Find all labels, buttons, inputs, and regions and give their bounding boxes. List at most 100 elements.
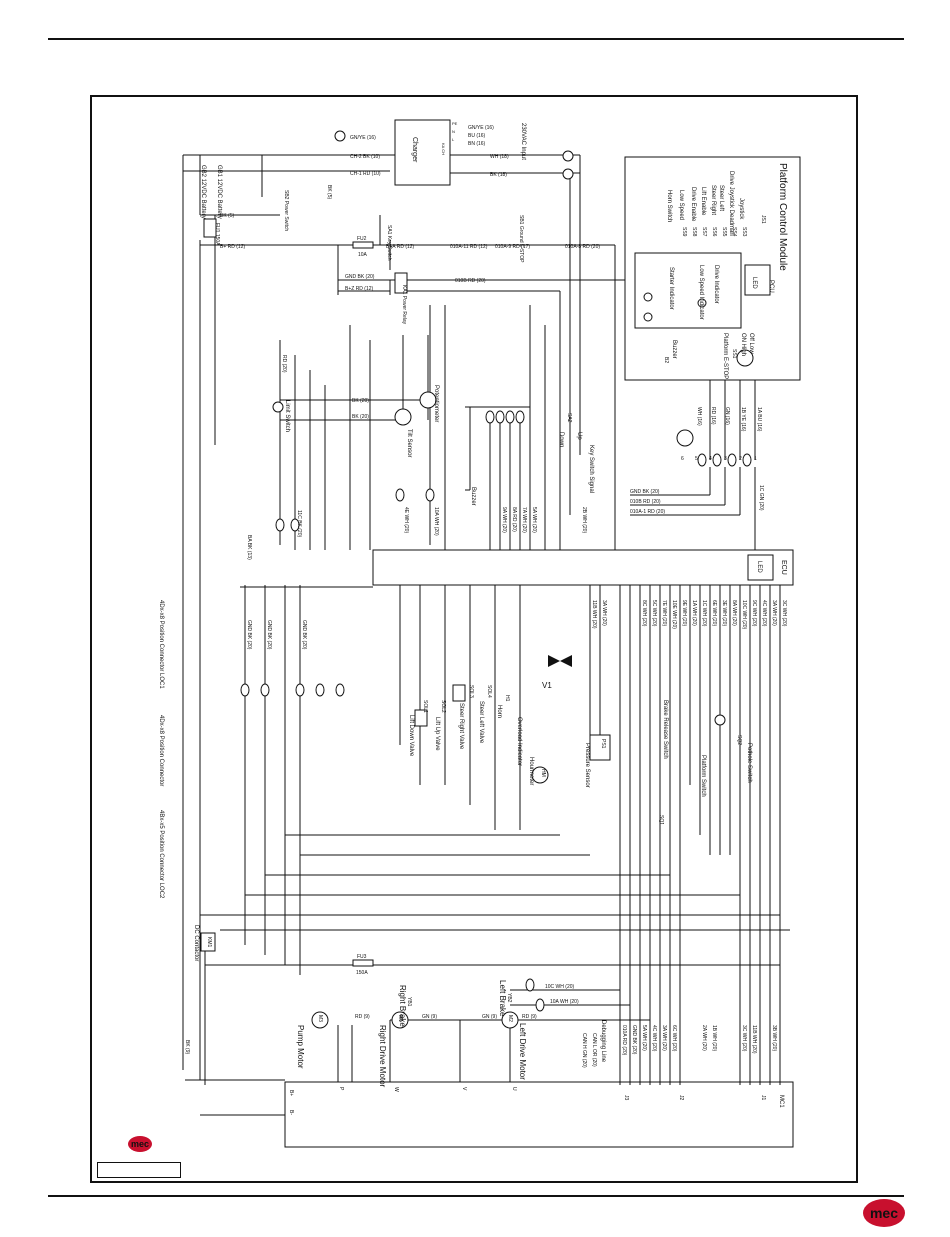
motor-wire-gn9: GN (9) bbox=[422, 1014, 437, 1020]
valve-sol2: SOL2 bbox=[440, 700, 446, 713]
battery-gb1: GB1 12VDC Battery bbox=[216, 165, 222, 219]
overload-label: Overload Indicator bbox=[516, 717, 522, 766]
battery-fuse: FU1 150A bbox=[214, 223, 220, 246]
ecu-right-wire-1: 3C WH (20) bbox=[781, 600, 787, 627]
pcm-pin-2: 2 bbox=[739, 456, 742, 462]
wire-gndbk: GND BK (20) bbox=[345, 274, 375, 280]
pcu-label: PCU bbox=[768, 280, 774, 293]
motor-wire-bk9: BK (9) bbox=[184, 1040, 190, 1055]
estop-on-high: ON High bbox=[740, 333, 746, 356]
ecu-right-wire-14: 5C WH (20) bbox=[651, 600, 657, 627]
pcm-buzzer-label: Buzzer bbox=[671, 340, 677, 359]
wire-bplus: B+ RD (12) bbox=[220, 244, 245, 250]
pcm-wire-6: WH (16) bbox=[696, 407, 702, 426]
switch-sq1: SQ1 bbox=[658, 815, 664, 825]
connector-note-loc2: 4Bx-x5 Position Connector LOC2 bbox=[158, 810, 164, 899]
starter-indicator-label: Starter Indicator bbox=[668, 267, 674, 310]
pcm-switch-ss5: SS5 bbox=[721, 227, 727, 237]
pressure-sensor-label: Pressure Sensor bbox=[584, 743, 590, 788]
ecu-right-wire-5: 10C WH (20) bbox=[741, 600, 747, 630]
dc-contactor-label: DC Contactor bbox=[193, 925, 199, 961]
mc-connector-j3: J3 bbox=[623, 1095, 629, 1101]
switch-sa1: SA1 Key Switch bbox=[386, 225, 392, 261]
km1-label: KM1 bbox=[206, 937, 212, 948]
motor-wire-gn9b: GN (9) bbox=[482, 1014, 497, 1020]
valve-lift-up: Lift Up Valve bbox=[434, 717, 440, 751]
ecu-left-wire-11: 11C BK (20) bbox=[296, 510, 302, 537]
platform-switch-label: Platform Switch bbox=[700, 755, 706, 797]
pcm-input-deadman: Drive Joystick Deadman bbox=[728, 171, 734, 236]
left-brake-label: Left Brake bbox=[498, 980, 507, 1017]
ecu-right-wire-8: 6E WH (20) bbox=[711, 600, 717, 626]
switch-sq2: SQ2 bbox=[736, 735, 742, 745]
ecu-led: LED bbox=[756, 561, 762, 573]
charger-pin-l: L bbox=[452, 137, 455, 142]
charger-lock-label: KA CH bbox=[441, 143, 446, 155]
low-speed-indicator-label: Low Speed Indicator bbox=[698, 265, 704, 320]
charger-wire-gnye: GN/YE (16) bbox=[468, 125, 494, 131]
pcm-wire-1: 1C GN (20) bbox=[758, 485, 764, 511]
fuse-fu3: FU3 bbox=[357, 954, 367, 960]
pcm-input-joystick: Joystick bbox=[738, 198, 744, 220]
m2-label: M2 bbox=[507, 1015, 513, 1022]
pressure-sensor-id: PS1 bbox=[600, 739, 606, 749]
ecu-right-wire-10: 1A WH (20) bbox=[691, 600, 697, 626]
wire-ch1: CH-1 RD (10) bbox=[350, 171, 381, 177]
mc-wire-2: CAN L OR (20) bbox=[591, 1033, 597, 1067]
charger-wire-bn: BN (16) bbox=[468, 141, 486, 147]
drawing-number-box bbox=[97, 1162, 181, 1178]
pcm-pin-3: 3 bbox=[724, 456, 727, 462]
ecu-title: ECU bbox=[780, 560, 787, 575]
ecu-right-wire-12: 10E WH (20) bbox=[671, 600, 677, 629]
drive-indicator-label: Drive Indicator bbox=[713, 265, 719, 304]
pcm-input-steer-left: Steer Left bbox=[718, 185, 724, 211]
ecu-left-wire-3: 010A-1 RD (20) bbox=[630, 509, 665, 515]
switch-down-label: Down bbox=[558, 432, 564, 447]
mc-wire-13: 3B WH (20) bbox=[771, 1025, 777, 1051]
hourmeter-id: HM bbox=[540, 769, 546, 777]
switch-sb1: SB1 Ground E-STOP bbox=[518, 215, 524, 263]
mc-wire-1: CAN H GN (20) bbox=[581, 1033, 587, 1068]
mc-connector-j2: J2 bbox=[678, 1095, 684, 1101]
ecu-left-wire-7: 8A RD (20) bbox=[511, 507, 517, 532]
sensor-bk20b: BK (20) bbox=[352, 414, 369, 420]
ecu-right-wire-9: 1C WH (20) bbox=[701, 600, 707, 627]
ecu-right-wire-6: 8A WH (20) bbox=[731, 600, 737, 626]
diode-v1: V1 bbox=[542, 681, 552, 690]
wiring-schematic: Platform Control Module Joystick Drive J… bbox=[158, 119, 801, 1148]
limit-switch-label: Limit Switch bbox=[284, 400, 290, 432]
mc-wire-4: GND BK (20) bbox=[631, 1025, 637, 1055]
pcm-switch-ss3: SS3 bbox=[741, 227, 747, 237]
wire-bk18: BK (18) bbox=[490, 172, 507, 178]
mc-wire-5: 5A WH (20) bbox=[641, 1025, 647, 1051]
mec-logo: mec bbox=[863, 1199, 905, 1227]
mc-wire-3: 010A RD (20) bbox=[621, 1025, 627, 1056]
ecu-right-wire-15: 8C WH (20) bbox=[641, 600, 647, 627]
switch-sa2-label: SA2 bbox=[566, 413, 572, 423]
wire-010a8: 010A-8 RD (20) bbox=[565, 244, 600, 250]
switch-up-label: Up bbox=[576, 432, 582, 440]
yb2-label: YB2 bbox=[506, 993, 512, 1003]
m1-label: M1 bbox=[397, 1015, 403, 1022]
diagram-frame bbox=[90, 95, 858, 1183]
horn-label: Horn bbox=[496, 705, 502, 718]
mec-logo-small: mec bbox=[128, 1136, 152, 1152]
wire-bplus-a: B+A RD (12) bbox=[386, 244, 415, 250]
ecu-right-wire-7: 3E WH (20) bbox=[721, 600, 727, 626]
tilt-sensor-label: Tilt Sensor bbox=[406, 429, 412, 457]
pcm-wire-3: 1B YE (16) bbox=[740, 407, 746, 432]
wire-gnye: GN/YE (16) bbox=[350, 135, 376, 141]
charger-input-label: 230VAC Input bbox=[520, 123, 526, 160]
valve-steer-left: Steer Left Valve bbox=[478, 701, 484, 744]
estop-id: SS1 bbox=[731, 349, 737, 359]
connector-note-loc1: 4Dx-x8 Position Connector LOC1 bbox=[158, 600, 164, 689]
pcm-input-lift-enable: Lift Enable bbox=[700, 187, 706, 216]
mc-pin-bminus: B- bbox=[288, 1110, 294, 1115]
brake-release-label: Brake Release Switch bbox=[662, 700, 668, 759]
mc-pin-w: W bbox=[393, 1087, 399, 1092]
pcm-pin-1: 1 bbox=[754, 456, 757, 462]
mc-wire-8: 6C WH (20) bbox=[671, 1025, 677, 1052]
wire-010b: 010B RD (20) bbox=[455, 278, 486, 284]
right-motor-label: Right Drive Motor bbox=[378, 1025, 387, 1088]
ecu-left-wire-1: GND BK (20) bbox=[630, 489, 660, 495]
